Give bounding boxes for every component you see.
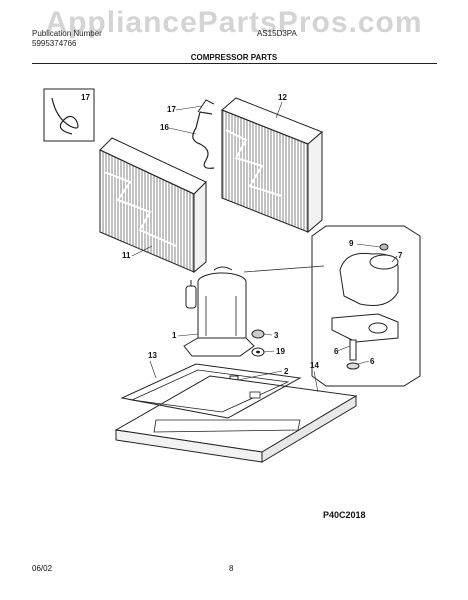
evaporator-coil-left [99,137,207,274]
callout-6b: 6 [370,357,375,366]
callout-1: 1 [172,331,177,340]
model-number: AS15D3PA [257,29,297,38]
callout-3: 3 [274,331,279,340]
inset-leader-line [243,265,325,273]
inset-terminal-cover [311,225,421,387]
section-title: COMPRESSOR PARTS [190,53,278,62]
diagram-code: P40C2018 [323,510,366,520]
leader-lines [131,101,398,393]
watermark: AppliancePartsPros.com [45,6,423,39]
publication-number: 5995374766 [32,39,77,48]
callout-12: 12 [278,93,287,102]
callout-7: 7 [398,251,403,260]
footer-page-number: 8 [229,564,234,573]
callout-2: 2 [284,367,289,376]
compressor [183,266,255,357]
callout-19: 19 [276,347,285,356]
footer-date: 06/02 [32,564,53,573]
publication-label: Publication Number [32,29,102,38]
base-pan [114,363,358,463]
callout-11: 11 [122,251,131,260]
capillary-tube-assembly [192,99,215,169]
condenser-coil-right [221,97,323,234]
header-divider [32,63,437,64]
callout-17a: 17 [81,93,90,102]
callout-13: 13 [148,351,157,360]
inset-capillary-tube [43,88,95,142]
callout-16: 16 [160,123,169,132]
callout-14: 14 [310,361,319,370]
callout-6a: 6 [334,347,339,356]
callout-17b: 17 [167,105,176,114]
callout-9: 9 [349,239,354,248]
